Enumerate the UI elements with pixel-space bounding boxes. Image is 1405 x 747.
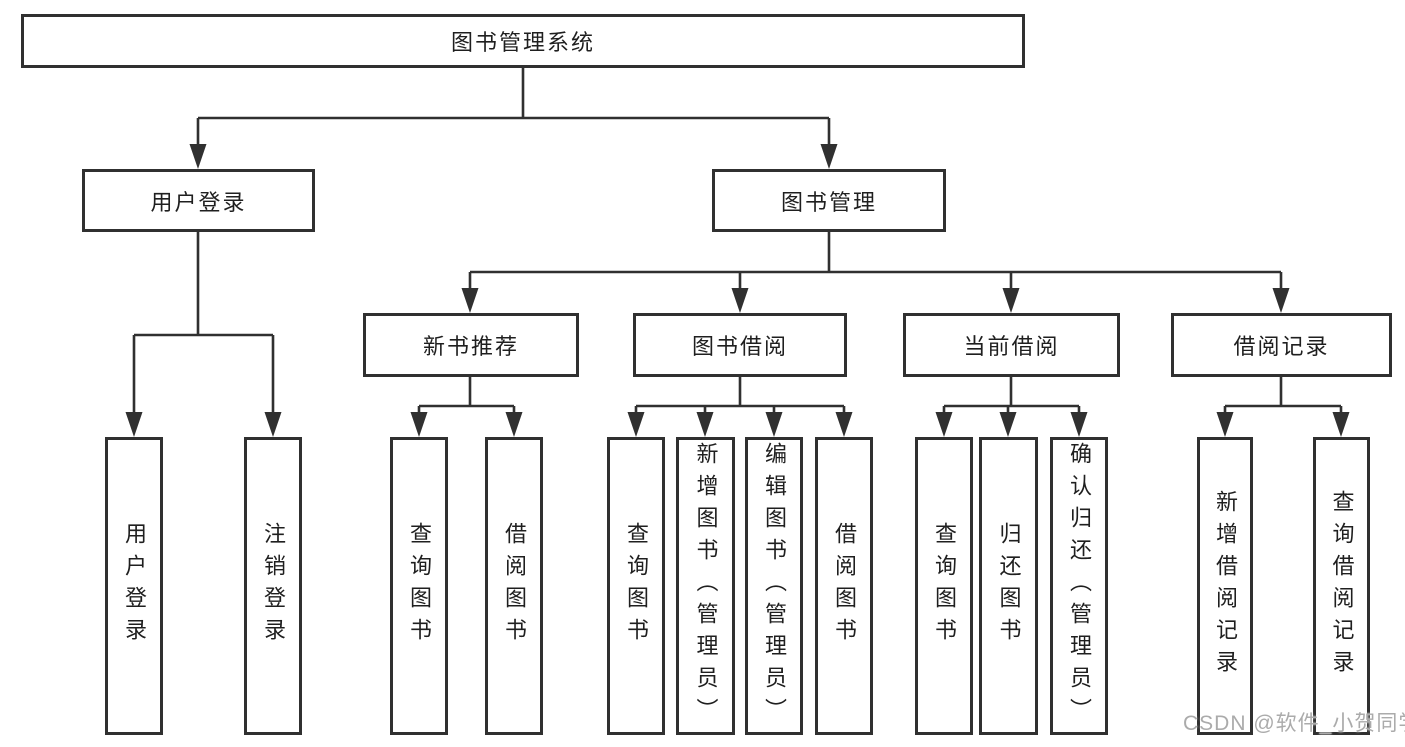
leaf-add-book-admin: 新增图书（管理员） <box>676 437 735 735</box>
leaf-confirm-return-admin: 确认归还（管理员） <box>1050 437 1108 735</box>
node-label: 查询图书 <box>407 522 432 650</box>
leaf-query-borrow-record: 查询借阅记录 <box>1313 437 1370 735</box>
leaf-borrow-books-recommend: 借阅图书 <box>485 437 543 735</box>
leaf-query-books-recommend: 查询图书 <box>390 437 448 735</box>
node-label: 新增借阅记录 <box>1213 490 1238 682</box>
node-label: 用户登录 <box>122 522 147 650</box>
node-label: 确认归还（管理员） <box>1067 442 1092 730</box>
node-label: 借阅图书 <box>832 522 857 650</box>
node-label: 查询借阅记录 <box>1329 490 1355 682</box>
node-label: 归还图书 <box>996 522 1022 650</box>
node-book-borrowing: 图书借阅 <box>633 313 847 377</box>
node-new-book-recommendation: 新书推荐 <box>363 313 579 377</box>
leaf-add-borrow-record: 新增借阅记录 <box>1197 437 1253 735</box>
node-book-management: 图书管理 <box>712 169 946 232</box>
node-library-management-system: 图书管理系统 <box>21 14 1025 68</box>
leaf-edit-book-admin: 编辑图书（管理员） <box>745 437 803 735</box>
node-label: 当前借阅 <box>963 334 1060 359</box>
node-label: 查询图书 <box>932 522 957 650</box>
leaf-user-login: 用户登录 <box>105 437 163 735</box>
leaf-borrow-books: 借阅图书 <box>815 437 873 735</box>
node-user-login: 用户登录 <box>82 169 315 232</box>
node-label: 图书借阅 <box>691 334 788 359</box>
leaf-query-books-borrowing: 查询图书 <box>607 437 665 735</box>
node-label: 图书管理系统 <box>450 30 595 55</box>
leaf-return-books: 归还图书 <box>979 437 1038 735</box>
node-label: 借阅记录 <box>1233 334 1330 359</box>
leaf-query-books-current: 查询图书 <box>915 437 973 735</box>
node-label: 用户登录 <box>150 189 247 215</box>
watermark-text: CSDN @软件_小贺同学 <box>1183 712 1405 735</box>
node-label: 借阅图书 <box>502 522 527 650</box>
node-borrowing-records: 借阅记录 <box>1171 313 1392 377</box>
node-label: 编辑图书（管理员） <box>762 442 787 730</box>
node-current-borrowing: 当前借阅 <box>903 313 1120 377</box>
node-label: 新书推荐 <box>422 334 519 359</box>
node-label: 图书管理 <box>780 189 877 215</box>
node-label: 注销登录 <box>261 522 286 650</box>
leaf-logout-login: 注销登录 <box>244 437 302 735</box>
node-label: 新增图书（管理员） <box>693 442 719 730</box>
node-label: 查询图书 <box>624 522 649 650</box>
